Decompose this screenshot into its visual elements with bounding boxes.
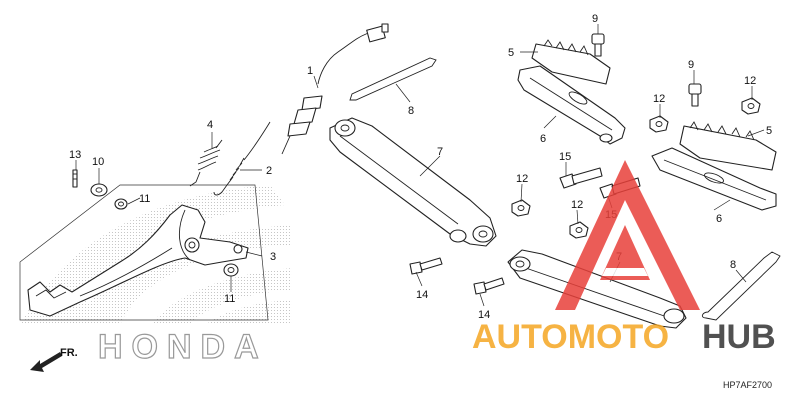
callout-6-lower: 6: [716, 213, 722, 225]
footpeg-lower: [651, 121, 777, 211]
nut-upper: [511, 199, 531, 217]
callout-14-lower: 14: [478, 309, 490, 321]
triangle-logo-icon: [555, 160, 700, 310]
callout-12-c: 12: [744, 75, 756, 87]
callout-6-upper: 6: [540, 133, 546, 145]
return-spring: [189, 139, 223, 187]
pedal-pin: [72, 169, 78, 188]
callout-10: 10: [92, 156, 104, 168]
nut-12-footpeg-lower: [741, 97, 761, 115]
footpeg-bolt-9-upper: [591, 33, 605, 57]
watermark-text-hub: HUB: [702, 318, 776, 356]
footpeg-upper: [517, 39, 626, 145]
automotohub-watermark: AUTOMOTO HUB: [472, 160, 776, 356]
callout-9-lower: 9: [688, 59, 694, 71]
callout-9-upper: 9: [592, 13, 598, 25]
callout-3: 3: [270, 251, 276, 263]
rod-upper: [349, 57, 437, 101]
direction-label: FR.: [60, 347, 78, 359]
footpeg-bolt-9-lower: [688, 83, 702, 107]
honda-text-watermark: HONDA: [97, 327, 268, 366]
diagram-code: HP7AF2700: [722, 380, 772, 390]
callout-13: 13: [69, 149, 81, 161]
pedal-bushing-upper: [114, 198, 128, 210]
brake-light-switch: [281, 23, 389, 155]
callout-5-lower: 5: [766, 125, 772, 137]
brake-light-spring: [213, 121, 271, 196]
nut-12-footpeg-upper: [649, 115, 669, 133]
callout-8-lower: 8: [730, 259, 736, 271]
watermark-text-automoto: AUTOMOTO: [472, 318, 669, 356]
callout-4: 4: [207, 119, 213, 131]
callout-7-upper: 7: [437, 146, 443, 158]
rod-lower: [701, 251, 781, 321]
pedal-group-outline: [19, 184, 269, 321]
callout-14-upper: 14: [416, 289, 428, 301]
callout-1: 1: [307, 65, 313, 77]
bolt-upper: [409, 257, 443, 275]
bolt-14-lower: [473, 277, 505, 295]
callout-2: 2: [266, 165, 272, 177]
step-bar-upper: [329, 117, 497, 247]
honda-brand-text: HONDA: [98, 328, 268, 366]
nut-12-middle: [569, 221, 589, 239]
callout-11-upper: 11: [139, 193, 150, 205]
pedal-bushing-lower: [223, 263, 239, 277]
callout-12-b: 12: [653, 93, 665, 105]
callout-12-a: 12: [516, 173, 528, 185]
callout-15-upper: 15: [559, 151, 571, 163]
step-bar-lower: [507, 249, 687, 329]
callout-12-d: 12: [571, 199, 583, 211]
pedal-washer: [90, 183, 108, 197]
callout-5-upper: 5: [508, 47, 514, 59]
callout-labels: 1 2 3 4 5 5 6 6 7 7 8 8 9 9 10 11 11 12 …: [69, 13, 772, 321]
front-direction-arrow: FR.: [30, 347, 78, 372]
callout-8-upper: 8: [408, 105, 414, 117]
bolt-15-upper: [559, 167, 603, 189]
callout-11-lower: 11: [224, 293, 235, 305]
rear-brake-pedal: [27, 204, 249, 317]
